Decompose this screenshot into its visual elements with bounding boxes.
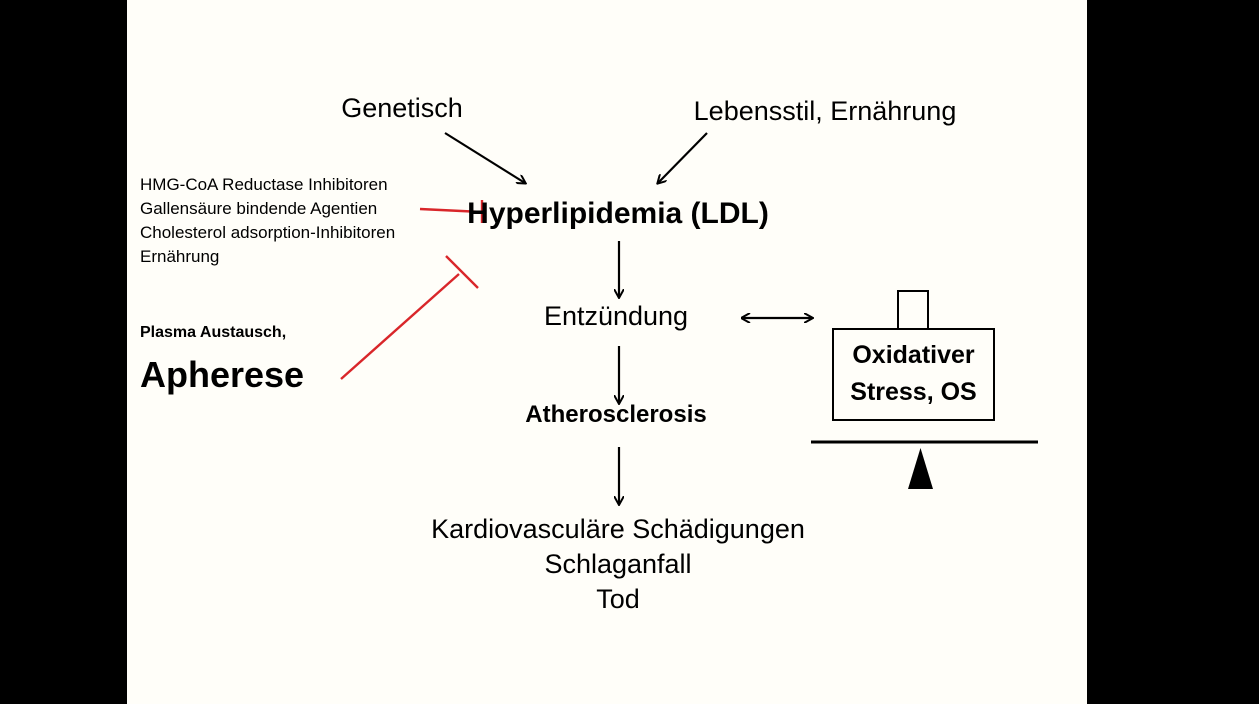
arrow-lifestyle-to-hyperlipidemia bbox=[658, 132, 708, 183]
outcomes: Kardiovasculäre Schädigungen Schlaganfal… bbox=[431, 516, 805, 613]
node-genetic: Genetisch bbox=[341, 93, 463, 123]
node-lifestyle: Lebensstil, Ernährung bbox=[693, 96, 957, 126]
therapy-list: HMG-CoA Reductase Inhibitoren Gallensäur… bbox=[140, 176, 395, 265]
oxidative-stress-box: Oxidativer Stress, OS bbox=[832, 328, 995, 421]
therapy-item: HMG-CoA Reductase Inhibitoren bbox=[140, 175, 388, 194]
node-inflammation: Entzündung bbox=[543, 301, 689, 331]
therapy-item: Cholesterol adsorption-Inhibitoren bbox=[140, 223, 396, 242]
arrow-genetic-to-hyperlipidemia bbox=[444, 132, 525, 183]
oxidative-stress-line1: Oxidativer bbox=[852, 341, 975, 369]
therapy-item: Ernährung bbox=[140, 247, 220, 266]
outcome-item: Schlaganfall bbox=[544, 549, 692, 579]
inhibition-apheresis bbox=[340, 255, 479, 380]
node-atherosclerosis: Atherosclerosis bbox=[525, 401, 707, 428]
apheresis-large-label: Apherese bbox=[140, 354, 305, 395]
oxidative-stress-line2: Stress, OS bbox=[850, 378, 977, 406]
inhibition-drugs bbox=[419, 200, 484, 223]
node-hyperlipidemia: Hyperlipidemia (LDL) bbox=[467, 197, 769, 230]
apheresis-small-label: Plasma Austausch, bbox=[140, 324, 287, 341]
outcome-item: Tod bbox=[596, 584, 640, 614]
therapy-item: Gallensäure bindende Agentien bbox=[140, 199, 378, 218]
outcome-item: Kardiovasculäre Schädigungen bbox=[431, 514, 805, 544]
slide: Genetisch Lebensstil, Ernährung HMG-CoA … bbox=[127, 0, 1087, 704]
